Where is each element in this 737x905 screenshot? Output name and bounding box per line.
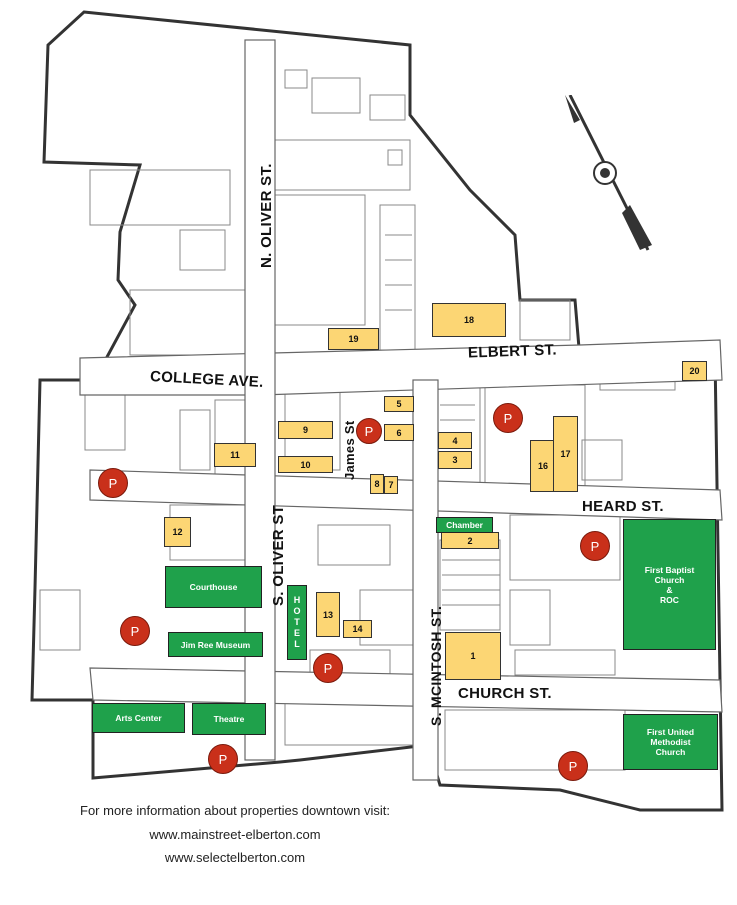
methodist-line-2: Methodist <box>650 737 691 747</box>
property-20[interactable]: 20 <box>682 361 707 381</box>
footer-line-2: www.mainstreet-elberton.com <box>149 827 321 842</box>
property-7[interactable]: 7 <box>384 476 398 494</box>
property-3[interactable]: 3 <box>438 451 472 469</box>
footer-line-1: For more information about properties do… <box>80 803 390 818</box>
parking-icon[interactable]: P <box>580 531 610 561</box>
arts-center[interactable]: Arts Center <box>92 703 185 733</box>
chamber[interactable]: Chamber <box>436 517 493 533</box>
baptist-line-4: ROC <box>660 594 679 605</box>
property-17[interactable]: 17 <box>553 416 578 492</box>
parking-icon[interactable]: P <box>356 418 382 444</box>
parking-icon[interactable]: P <box>313 653 343 683</box>
street-label-s-oliver: S. OLIVER ST <box>270 504 287 606</box>
street-label-heard: HEARD ST. <box>582 498 664 515</box>
baptist-line-2: Church <box>654 574 685 585</box>
first-united-methodist-church[interactable]: First United Methodist Church <box>623 714 718 770</box>
street-label-church: CHURCH ST. <box>458 685 552 702</box>
hotel[interactable]: HOTEL <box>287 585 307 660</box>
baptist-line-1: First Baptist <box>644 564 695 575</box>
street-label-elbert: ELBERT ST. <box>467 341 558 362</box>
compass-rose-icon <box>565 95 652 251</box>
street-label-james: James St <box>342 420 357 481</box>
property-16[interactable]: 16 <box>530 440 556 492</box>
property-5[interactable]: 5 <box>384 396 414 412</box>
property-19[interactable]: 19 <box>328 328 379 350</box>
jim-ree-museum[interactable]: Jim Ree Museum <box>168 632 263 657</box>
baptist-line-3: & <box>666 584 673 595</box>
property-1[interactable]: 1 <box>445 632 501 680</box>
parking-icon[interactable]: P <box>493 403 523 433</box>
parking-icon[interactable]: P <box>558 751 588 781</box>
parking-icon[interactable]: P <box>98 468 128 498</box>
property-9[interactable]: 9 <box>278 421 333 439</box>
property-2[interactable]: 2 <box>441 532 499 549</box>
street-label-mcintosh: S. MCINTOSH ST. <box>428 605 444 726</box>
parking-icon[interactable]: P <box>208 744 238 774</box>
methodist-line-1: First United <box>646 727 695 737</box>
property-18[interactable]: 18 <box>432 303 506 337</box>
street-label-n-oliver: N. OLIVER ST. <box>258 163 275 268</box>
theatre[interactable]: Theatre <box>192 703 266 735</box>
property-8[interactable]: 8 <box>370 474 384 494</box>
property-11[interactable]: 11 <box>214 443 256 467</box>
property-14[interactable]: 14 <box>343 620 372 638</box>
property-4[interactable]: 4 <box>438 432 472 449</box>
methodist-line-3: Church <box>655 747 686 757</box>
courthouse[interactable]: Courthouse <box>165 566 262 608</box>
property-6[interactable]: 6 <box>384 424 414 441</box>
property-12[interactable]: 12 <box>164 517 191 547</box>
hotel-label: HOTEL <box>292 595 302 650</box>
property-13[interactable]: 13 <box>316 592 340 637</box>
property-10[interactable]: 10 <box>278 456 333 473</box>
parking-icon[interactable]: P <box>120 616 150 646</box>
footer-line-3: www.selectelberton.com <box>164 850 306 865</box>
first-baptist-church[interactable]: First Baptist Church & ROC <box>623 519 716 650</box>
